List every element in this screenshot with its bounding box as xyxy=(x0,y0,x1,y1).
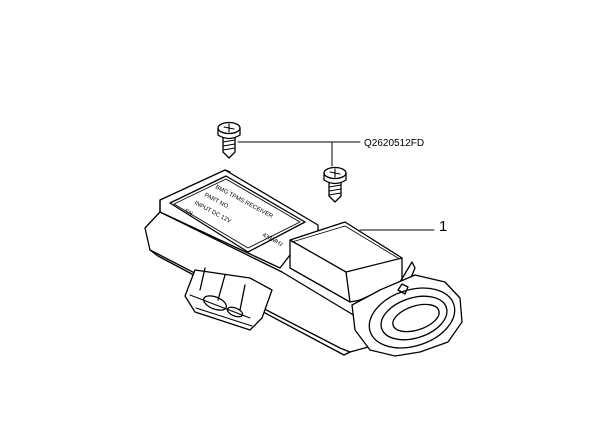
item-number-callout: 1 xyxy=(439,218,448,235)
label-line-sn: SN xyxy=(183,208,193,217)
mounting-bracket xyxy=(184,269,273,331)
screw-top-left xyxy=(217,121,241,159)
leader-lines xyxy=(237,141,435,231)
screw-bottom-right xyxy=(323,166,347,203)
label-plate-border xyxy=(169,175,306,253)
receiver-housing: BMG TPMS RECEIVER PART NO. INPUT DC 12V … xyxy=(144,169,463,357)
connector-plug xyxy=(351,261,463,357)
screw-part-number-label: Q2620512FD xyxy=(364,138,425,149)
